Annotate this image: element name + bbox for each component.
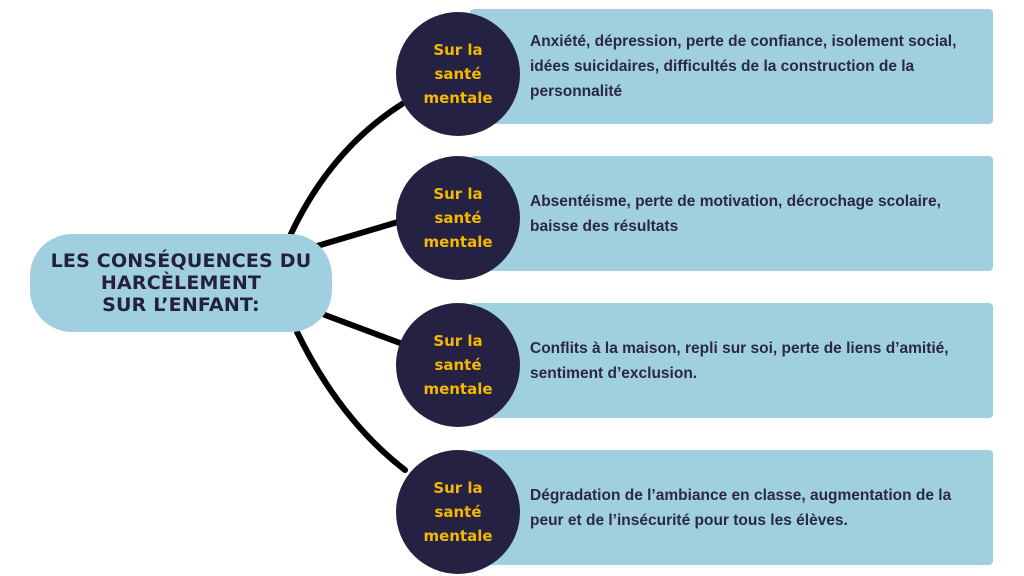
root-title-line: SUR L’ENFANT: xyxy=(102,294,260,316)
root-title-line: HARCÈLEMENT xyxy=(100,272,262,294)
connector-branch-3 xyxy=(322,312,403,346)
branch-label-line: santé xyxy=(434,503,482,521)
branch-label-line: santé xyxy=(434,209,482,227)
branch-3-circle: Sur la santé mentale xyxy=(396,303,520,427)
branch-3-description: Conflits à la maison, repli sur soi, per… xyxy=(530,339,949,382)
branch-1-label: Sur la santé mentale xyxy=(423,38,492,110)
connector-branch-1 xyxy=(287,101,405,239)
branch-label-line: mentale xyxy=(423,380,493,398)
branch-3-description-box: Conflits à la maison, repli sur soi, per… xyxy=(470,303,993,418)
branch-label-line: Sur la xyxy=(433,332,483,350)
branch-4-description-box: Dégradation de l’ambiance en classe, aug… xyxy=(470,450,993,565)
root-title-line: LES CONSÉQUENCES DU xyxy=(50,250,312,272)
branch-2-label: Sur la santé mentale xyxy=(423,182,492,254)
branch-label-line: Sur la xyxy=(433,41,483,59)
branch-3-label: Sur la santé mentale xyxy=(423,329,492,401)
connector-branch-4 xyxy=(294,329,408,473)
branch-2-circle: Sur la santé mentale xyxy=(396,156,520,280)
branch-label-line: santé xyxy=(434,65,482,83)
branch-label-line: mentale xyxy=(423,527,493,545)
branch-label-line: santé xyxy=(434,356,482,374)
branch-4-label: Sur la santé mentale xyxy=(423,476,492,548)
root-title: LES CONSÉQUENCES DU HARCÈLEMENT SUR L’EN… xyxy=(51,250,312,316)
connector-branch-2 xyxy=(314,219,401,249)
root-node: LES CONSÉQUENCES DU HARCÈLEMENT SUR L’EN… xyxy=(30,234,332,332)
branch-2-description: Absentéisme, perte de motivation, décroc… xyxy=(530,192,941,235)
branch-label-line: mentale xyxy=(423,89,493,107)
branch-label-line: Sur la xyxy=(433,185,483,203)
branch-1-circle: Sur la santé mentale xyxy=(396,12,520,136)
branch-1-description-box: Anxiété, dépression, perte de confiance,… xyxy=(470,9,993,124)
branch-2-description-box: Absentéisme, perte de motivation, décroc… xyxy=(470,156,993,271)
branch-label-line: Sur la xyxy=(433,479,483,497)
branch-label-line: mentale xyxy=(423,233,493,251)
branch-1-description: Anxiété, dépression, perte de confiance,… xyxy=(530,33,957,100)
branch-4-circle: Sur la santé mentale xyxy=(396,450,520,574)
branch-4-description: Dégradation de l’ambiance en classe, aug… xyxy=(530,486,952,529)
